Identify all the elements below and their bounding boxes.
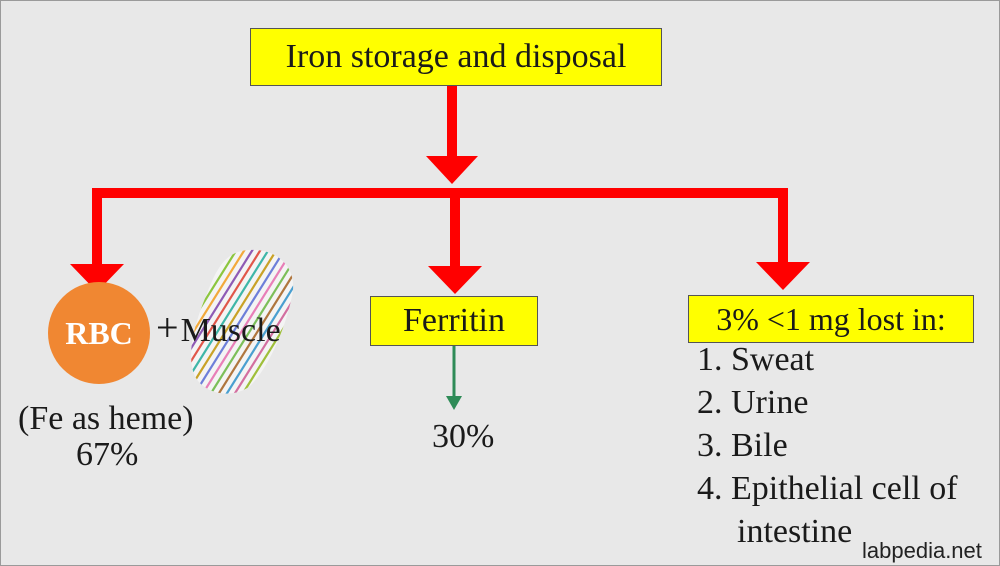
loss-list: 1. Sweat 2. Urine 3. Bile 4. Epithelial … <box>697 338 958 553</box>
loss-item-epithelial-continued: intestine <box>737 513 853 550</box>
plus-sign: + <box>156 305 179 350</box>
plus-muscle-label: +Muscle <box>156 304 281 351</box>
rbc-percent: 67% <box>76 436 139 473</box>
muscle-label: Muscle <box>180 312 281 349</box>
title-box: Iron storage and disposal <box>250 28 662 86</box>
loss-item-sweat: 1. Sweat <box>697 341 815 378</box>
heme-note: (Fe as heme) <box>18 400 194 437</box>
ferritin-percent: 30% <box>432 418 495 455</box>
middle-arrowhead <box>428 266 482 294</box>
rbc-label: RBC <box>65 314 133 351</box>
loss-item-urine: 2. Urine <box>697 384 809 421</box>
loss-box: 3% <1 mg lost in: <box>688 295 974 343</box>
right-arrowhead <box>756 262 810 290</box>
rbc-circle: RBC <box>48 282 150 384</box>
loss-item-epithelial: 4. Epithelial cell of <box>697 470 958 507</box>
muscle-icon <box>191 249 294 394</box>
watermark: labpedia.net <box>862 538 982 563</box>
ferritin-down-arrowhead <box>446 396 462 410</box>
ferritin-box: Ferritin <box>370 296 538 346</box>
left-arrowhead <box>70 264 124 292</box>
loss-item-bile: 3. Bile <box>697 427 788 464</box>
trunk-arrowhead <box>426 156 478 184</box>
